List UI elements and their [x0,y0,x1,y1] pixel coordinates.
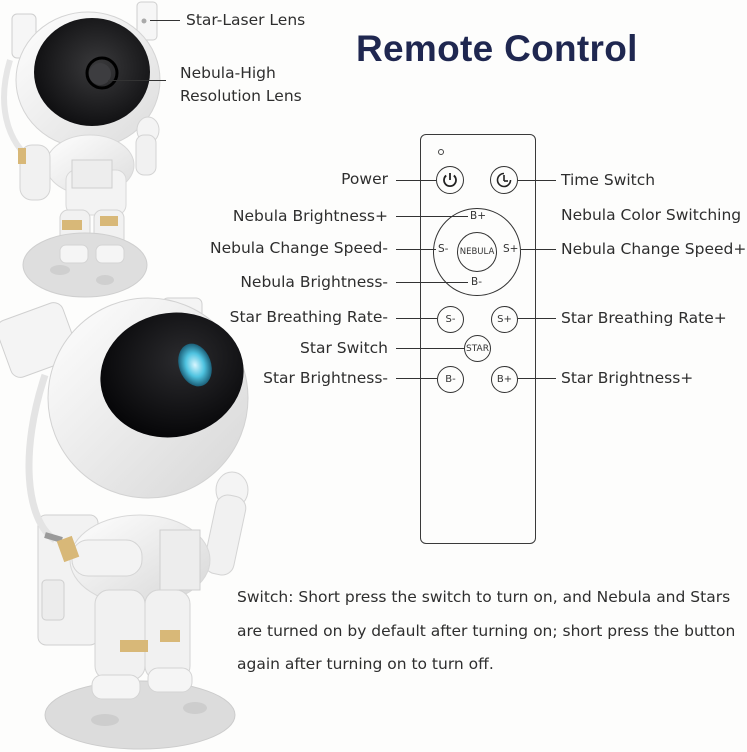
leader-nebula-speed-minus [396,249,436,250]
power-icon [443,173,457,187]
star-laser-lens-label: Star-Laser Lens [186,11,306,29]
leader-star-brightness-plus [518,378,556,379]
nebula-control-ring [433,208,521,296]
label-nebula-speed-plus: Nebula Change Speed+ [561,240,747,258]
label-star-brightness-minus: Star Brightness- [263,369,388,387]
label-nebula-speed-minus: Nebula Change Speed- [210,239,388,257]
label-power: Power [341,170,388,188]
label-star-breathing-plus: Star Breathing Rate+ [561,309,727,327]
label-star-brightness-plus: Star Brightness+ [561,369,694,387]
nebula-lens-label-line1: Nebula-High [180,64,276,82]
nebula-speed-minus-button[interactable]: S- [438,243,449,255]
switch-description: Switch: Short press the switch to turn o… [237,588,736,673]
nebula-brightness-plus-button[interactable]: B+ [470,210,487,222]
star-switch-button[interactable]: STAR [464,335,491,362]
leader-star-switch [396,348,464,349]
leader-star-breathing-plus [518,318,556,319]
timer-icon [496,172,512,188]
star-brightness-plus-button[interactable]: B+ [491,366,518,393]
label-nebula-brightness-plus: Nebula Brightness+ [232,207,388,225]
power-button[interactable] [436,166,464,194]
star-brightness-minus-button[interactable]: B- [437,366,464,393]
astronaut-top-image [1,1,161,298]
page-title: Remote Control [356,28,638,69]
leader-star-brightness-minus [396,378,437,379]
leader-star-breathing-minus [396,318,437,319]
label-star-switch: Star Switch [300,339,388,357]
timer-button[interactable] [490,166,518,194]
leader-nebula-speed-plus [521,249,556,250]
nebula-color-button[interactable]: NEBULA [457,232,497,272]
nebula-brightness-minus-button[interactable]: B- [471,276,482,288]
label-nebula-color-switching: Nebula Color Switching [561,206,742,224]
label-nebula-brightness-minus: Nebula Brightness- [240,273,388,291]
astronaut-bottom-image [0,297,249,750]
star-breathing-minus-button[interactable]: S- [437,306,464,333]
nebula-lens-leader [108,80,166,81]
leader-power [396,180,436,181]
nebula-speed-plus-button[interactable]: S+ [503,243,519,255]
label-star-breathing-minus: Star Breathing Rate- [229,308,388,326]
leader-time-switch [518,180,556,181]
leader-nebula-brightness-plus [396,216,468,217]
star-laser-lens-leader [150,20,180,21]
leader-nebula-brightness-minus [396,282,468,283]
label-time-switch: Time Switch [561,171,656,189]
indicator-light [438,149,444,155]
star-breathing-plus-button[interactable]: S+ [491,306,518,333]
nebula-lens-label-line2: Resolution Lens [180,87,302,105]
